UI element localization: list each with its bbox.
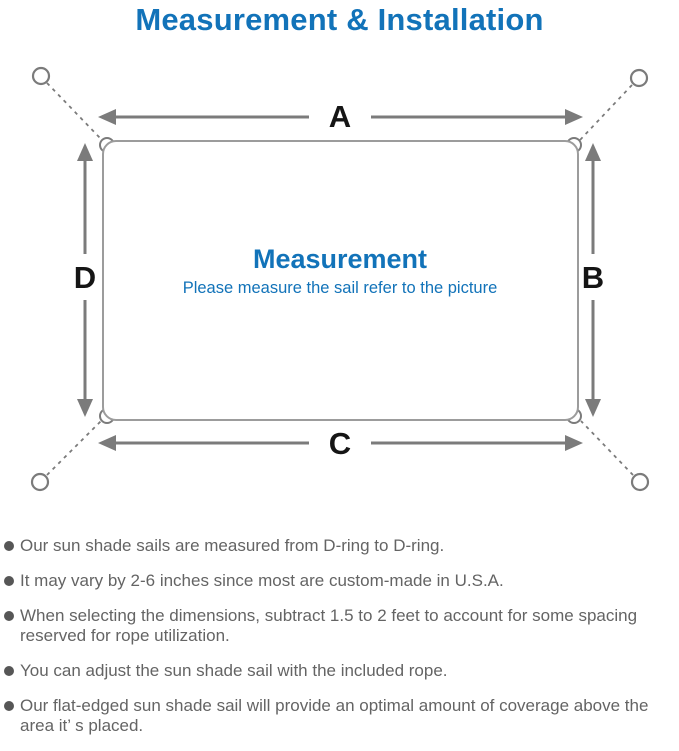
note-text: When selecting the dimensions, subtract …	[20, 606, 638, 645]
anchor-ring-top-right	[629, 68, 649, 88]
bullet-dot	[4, 701, 14, 711]
anchor-ring-top-left	[31, 66, 51, 86]
rope-line-top-left	[46, 82, 102, 140]
anchor-ring-bottom-left	[30, 472, 50, 492]
dimension-label-c: C	[329, 426, 351, 461]
dimension-label-b: B	[582, 260, 604, 295]
notes-list: Our sun shade sails are measured from D-…	[0, 536, 679, 751]
diagram-center-subtitle: Please measure the sail refer to the pic…	[183, 279, 498, 297]
page-title: Measurement & Installation	[135, 2, 544, 37]
rope-line-top-right	[579, 84, 633, 141]
bullet-dot	[4, 576, 14, 586]
list-item: Our sun shade sails are measured from D-…	[4, 536, 667, 556]
list-item: It may vary by 2-6 inches since most are…	[4, 571, 667, 591]
note-text: Our sun shade sails are measured from D-…	[20, 536, 445, 555]
note-text: It may vary by 2-6 inches since most are…	[20, 571, 504, 590]
anchor-ring-bottom-right	[630, 472, 650, 492]
rope-line-bottom-right	[580, 420, 634, 476]
dimension-label-a: A	[329, 99, 351, 134]
list-item: Our flat-edged sun shade sail will provi…	[4, 696, 667, 736]
bullet-dot	[4, 541, 14, 551]
bullet-dot	[4, 611, 14, 621]
dimension-label-d: D	[74, 260, 96, 295]
rope-line-bottom-left	[46, 420, 102, 476]
diagram-center-title: Measurement	[253, 244, 427, 274]
note-text: Our flat-edged sun shade sail will provi…	[20, 696, 649, 735]
sail-outline	[102, 140, 579, 421]
measurement-diagram: A B C D Measurement Please measure the s…	[30, 66, 650, 492]
list-item: When selecting the dimensions, subtract …	[4, 606, 667, 646]
bullet-dot	[4, 666, 14, 676]
note-text: You can adjust the sun shade sail with t…	[20, 661, 448, 680]
list-item: You can adjust the sun shade sail with t…	[4, 661, 667, 681]
